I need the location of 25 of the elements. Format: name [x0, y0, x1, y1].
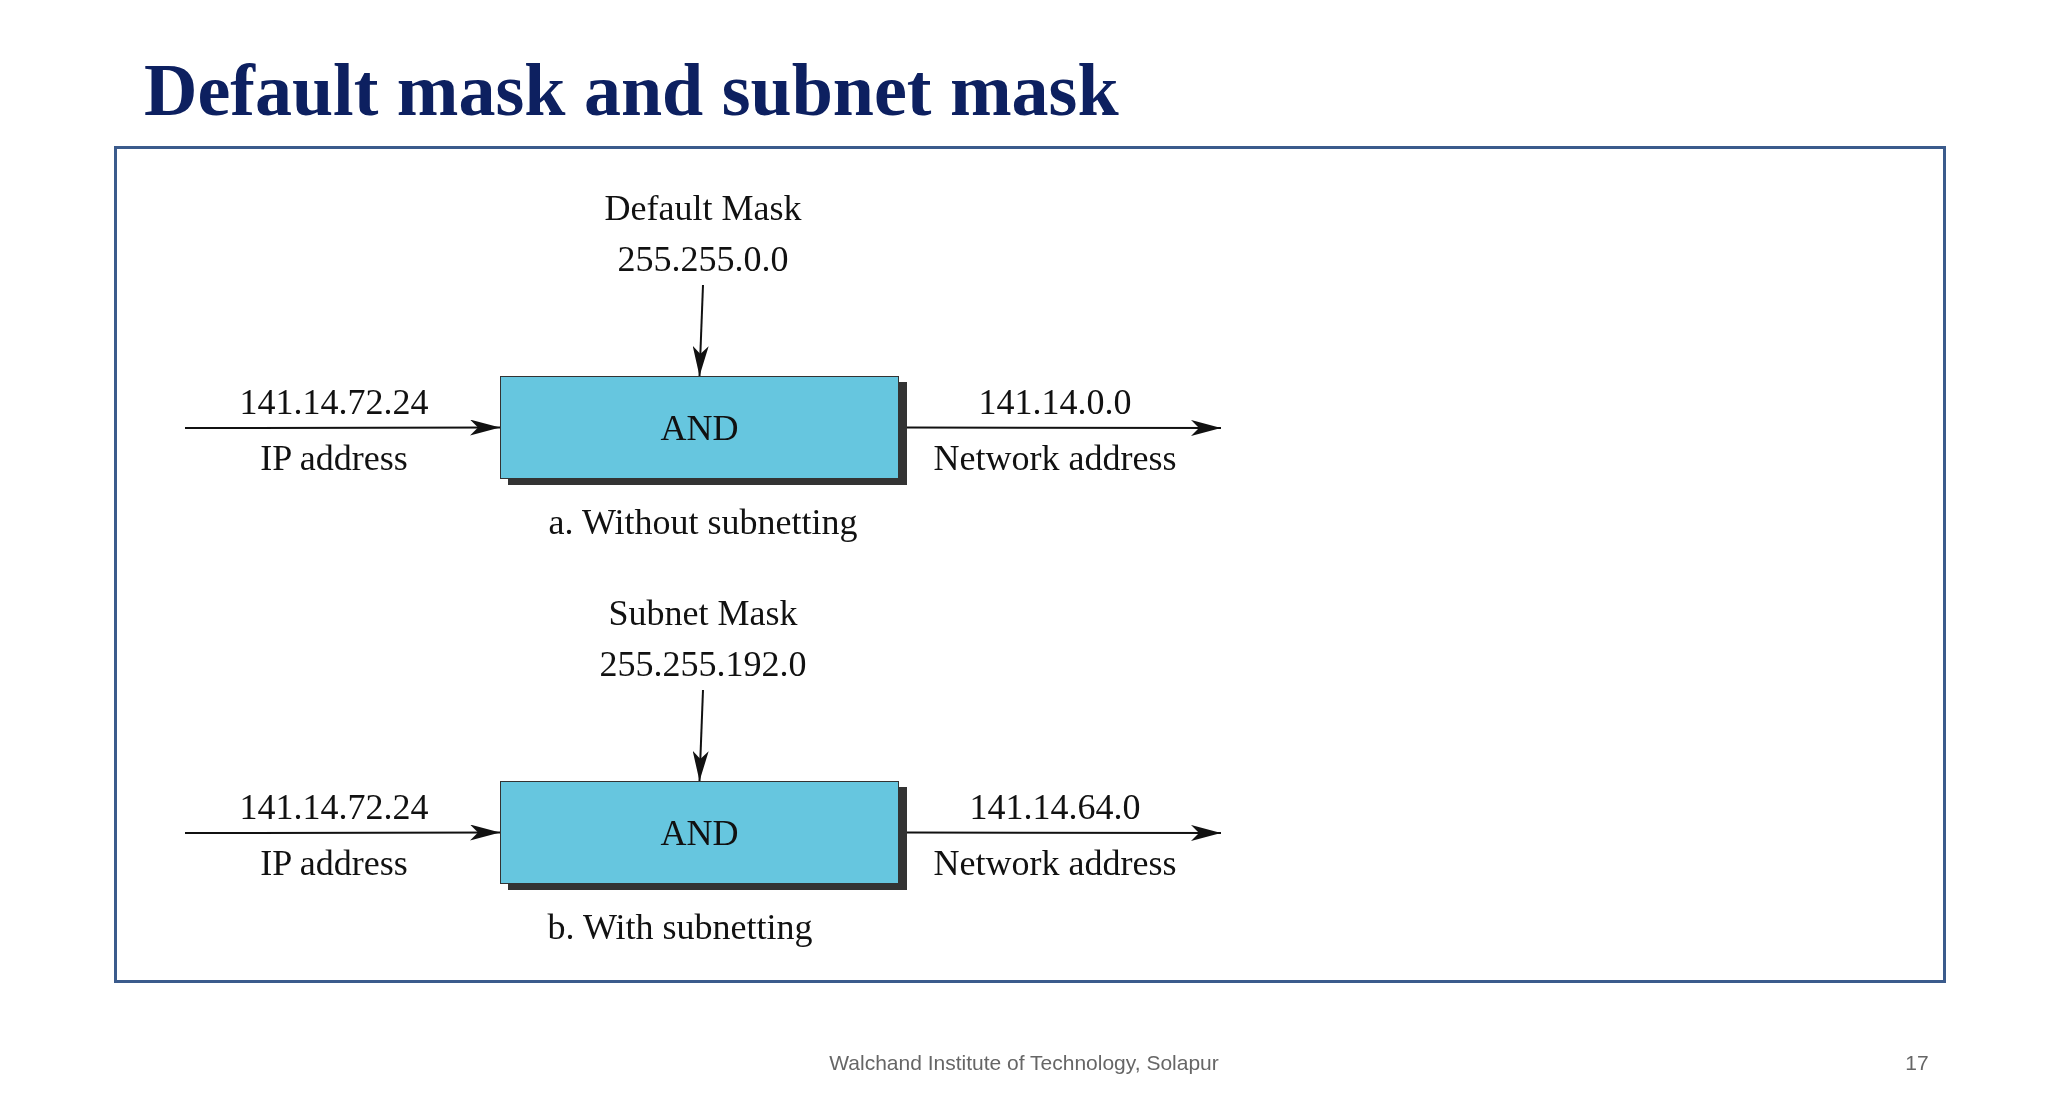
- mask-name: Default Mask: [604, 187, 802, 230]
- gate-label: AND: [660, 406, 739, 449]
- edge-label: 141.14.72.24: [239, 381, 429, 423]
- mask-value: 255.255.0.0: [617, 238, 789, 281]
- arrow: [184, 419, 501, 436]
- edge-label: 141.14.64.0: [969, 786, 1141, 828]
- slide-title: Default mask and subnet mask: [144, 48, 1119, 133]
- label: b. With subnetting: [547, 906, 813, 948]
- page-number: 17: [1905, 1051, 1929, 1075]
- label: Network address: [933, 437, 1177, 479]
- mask-name: Subnet Mask: [608, 592, 798, 635]
- gate-label: AND: [660, 811, 739, 854]
- label: IP address: [260, 437, 408, 479]
- arrow: [692, 284, 709, 377]
- label: IP address: [260, 842, 408, 884]
- mask-value: 255.255.192.0: [599, 643, 807, 686]
- label: Network address: [933, 842, 1177, 884]
- arrow: [906, 419, 1222, 436]
- arrow: [906, 824, 1222, 841]
- edge-label: 141.14.72.24: [239, 786, 429, 828]
- arrow: [184, 824, 501, 841]
- edge-label: 141.14.0.0: [978, 381, 1132, 423]
- footer-text: Walchand Institute of Technology, Solapur: [829, 1051, 1219, 1075]
- label: a. Without subnetting: [548, 501, 858, 543]
- arrow: [692, 689, 709, 782]
